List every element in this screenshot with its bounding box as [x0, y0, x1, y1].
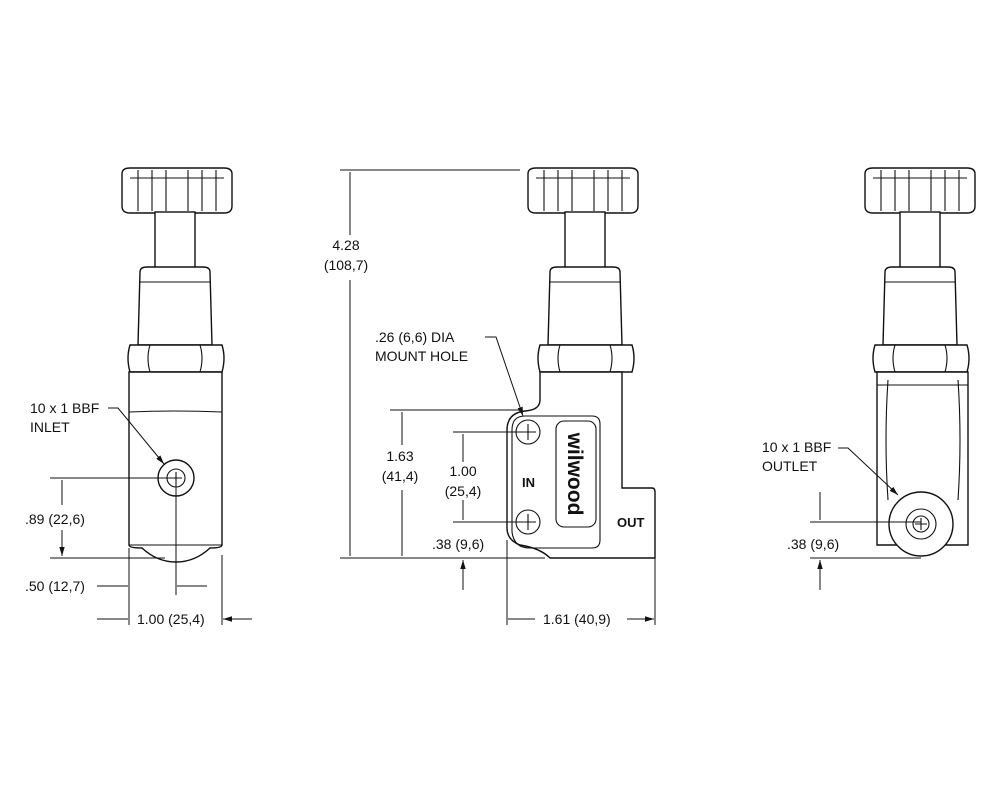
front-view: wilwood IN OUT 4.28 (108,7) .26 (6,6) DI…	[324, 167, 655, 627]
outlet-port	[888, 491, 954, 557]
dim-front-bottom: .38 (9,6)	[432, 536, 484, 552]
inlet-label-line1: 10 x 1 BBF	[30, 400, 99, 416]
dim-overall-height-line2: (108,7)	[324, 257, 368, 273]
outlet-label-line1: 10 x 1 BBF	[762, 439, 831, 455]
dim-left-width: 1.00 (25,4)	[137, 611, 205, 627]
dim-hole-spacing-line2: (25,4)	[445, 483, 482, 499]
dim-flange-line2: (41,4)	[382, 468, 419, 484]
dim-inlet-height: .89 (22,6)	[25, 511, 85, 527]
dim-overall-height-line1: 4.28	[332, 237, 359, 253]
dim-flange-line1: 1.63	[386, 448, 413, 464]
dim-front-width: 1.61 (40,9)	[543, 611, 611, 627]
dim-hole-spacing-line1: 1.00	[449, 463, 476, 479]
inlet-label-line2: INLET	[30, 419, 70, 435]
in-port-label: IN	[522, 475, 535, 490]
dim-outlet-bottom: .38 (9,6)	[787, 536, 839, 552]
dim-inlet-offset: .50 (12,7)	[25, 578, 85, 594]
right-view: 10 x 1 BBF OUTLET .38 (9,6)	[762, 167, 976, 590]
left-view: 10 x 1 BBF INLET .89 (22,6) .50 (12,7) 1…	[25, 167, 252, 627]
wilwood-logo: wilwood	[563, 432, 586, 516]
mount-hole-label-line2: MOUNT HOLE	[375, 348, 468, 364]
mount-hole-label-line1: .26 (6,6) DIA	[375, 329, 455, 345]
out-port-label: OUT	[617, 515, 645, 530]
outlet-label-line2: OUTLET	[762, 458, 818, 474]
